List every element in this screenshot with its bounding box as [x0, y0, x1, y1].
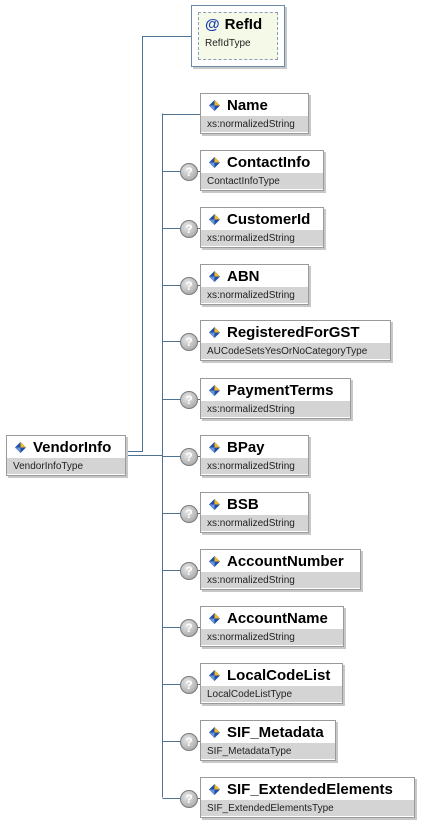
element-type: xs:normalizedString [201, 401, 350, 417]
element-name: ABN [227, 267, 260, 285]
element-name: BSB [227, 495, 259, 513]
element-icon [209, 156, 220, 168]
element-icon [209, 783, 220, 795]
root-type: VendorInfoType [7, 458, 125, 474]
element-type: xs:normalizedString [201, 572, 360, 588]
element-name-row: SIF_Metadata [201, 721, 335, 743]
element-name: LocalCodeList [227, 666, 331, 684]
element-abn[interactable]: ABN xs:normalizedString [200, 264, 309, 305]
optional-icon: ? [180, 676, 198, 694]
element-icon [15, 441, 26, 453]
element-paymentterms[interactable]: PaymentTerms xs:normalizedString [200, 378, 351, 419]
element-name: Name [227, 96, 268, 114]
attribute-connector [125, 36, 191, 452]
element-name-row: LocalCodeList [201, 664, 342, 686]
element-icon [209, 498, 220, 510]
element-type: xs:normalizedString [201, 230, 323, 246]
element-name: AccountNumber [227, 552, 344, 570]
element-icon [209, 669, 220, 681]
element-name: SIF_ExtendedElements [227, 780, 393, 798]
element-icon [209, 384, 220, 396]
element-name-row: BSB [201, 493, 308, 515]
element-icon [209, 612, 220, 624]
element-type: xs:normalizedString [201, 287, 308, 303]
element-name-row: PaymentTerms [201, 379, 350, 401]
element-name[interactable]: Name xs:normalizedString [200, 93, 309, 134]
element-name-row: ABN [201, 265, 308, 287]
element-icon [209, 99, 220, 111]
element-name-row: RegisteredForGST [201, 321, 390, 343]
element-icon [209, 270, 220, 282]
element-accountname[interactable]: AccountName xs:normalizedString [200, 606, 344, 647]
element-name-row: ContactInfo [201, 151, 323, 173]
element-type: AUCodeSetsYesOrNoCategoryType [201, 343, 390, 359]
element-name-row: AccountNumber [201, 550, 360, 572]
element-type: xs:normalizedString [201, 515, 308, 531]
optional-icon: ? [180, 562, 198, 580]
attribute-icon: @ [205, 15, 220, 33]
optional-icon: ? [180, 163, 198, 181]
root-element-vendorinfo[interactable]: VendorInfo VendorInfoType [6, 435, 126, 476]
element-icon [209, 213, 220, 225]
element-type: ContactInfoType [201, 173, 323, 189]
optional-icon: ? [180, 448, 198, 466]
element-name-row: CustomerId [201, 208, 323, 230]
element-name-row: SIF_ExtendedElements [201, 778, 414, 800]
element-name: CustomerId [227, 210, 311, 228]
attribute-refid-inner: @ RefId RefIdType [198, 12, 278, 60]
element-type: xs:normalizedString [201, 629, 343, 645]
element-name-row: BPay [201, 436, 308, 458]
element-name: BPay [227, 438, 265, 456]
optional-icon: ? [180, 733, 198, 751]
element-name-row: AccountName [201, 607, 343, 629]
element-icon [209, 326, 220, 338]
element-name: RegisteredForGST [227, 323, 360, 341]
element-icon [209, 441, 220, 453]
root-name-row: VendorInfo [7, 436, 125, 458]
element-registeredforgst[interactable]: RegisteredForGST AUCodeSetsYesOrNoCategor… [200, 320, 391, 361]
element-icon [209, 726, 220, 738]
optional-icon: ? [180, 333, 198, 351]
optional-icon: ? [180, 619, 198, 637]
root-name: VendorInfo [33, 438, 112, 456]
element-name: ContactInfo [227, 153, 311, 171]
attribute-refid-node[interactable]: @ RefId RefIdType [191, 5, 285, 67]
element-bpay[interactable]: BPay xs:normalizedString [200, 435, 309, 476]
optional-icon: ? [180, 790, 198, 808]
element-icon [209, 555, 220, 567]
element-accountnumber[interactable]: AccountNumber xs:normalizedString [200, 549, 361, 590]
attribute-type: RefIdType [205, 37, 251, 49]
element-type: SIF_ExtendedElementsType [201, 800, 414, 816]
element-name: PaymentTerms [227, 381, 334, 399]
optional-icon: ? [180, 391, 198, 409]
element-type: xs:normalizedString [201, 458, 308, 474]
attribute-name: RefId [224, 15, 263, 33]
element-bsb[interactable]: BSB xs:normalizedString [200, 492, 309, 533]
element-customerid[interactable]: CustomerId xs:normalizedString [200, 207, 324, 248]
element-name-row: Name [201, 94, 308, 116]
optional-icon: ? [180, 277, 198, 295]
element-name: SIF_Metadata [227, 723, 324, 741]
optional-icon: ? [180, 505, 198, 523]
element-name: AccountName [227, 609, 328, 627]
element-type: SIF_MetadataType [201, 743, 335, 759]
element-type: LocalCodeListType [201, 686, 342, 702]
attribute-name-row: @ RefId [199, 13, 277, 35]
optional-icon: ? [180, 220, 198, 238]
element-type: xs:normalizedString [201, 116, 308, 132]
